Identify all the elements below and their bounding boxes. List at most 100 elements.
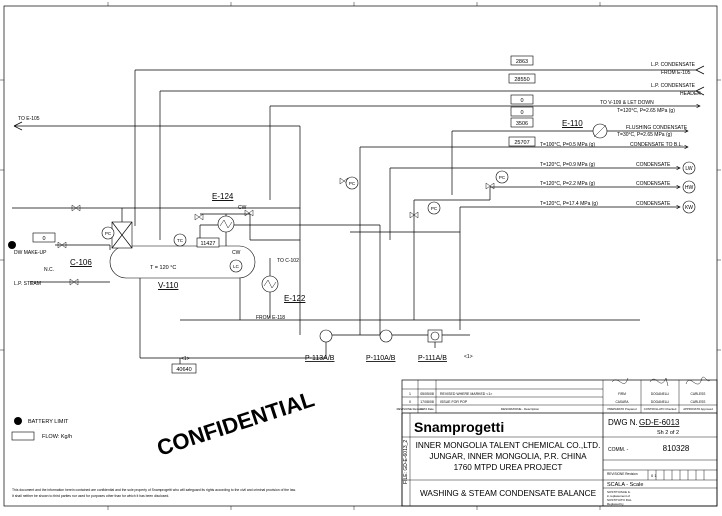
file-name: FILE: GD-E-6013_2 bbox=[403, 440, 409, 484]
label-condensate-kw: CONDENSATE bbox=[636, 201, 671, 207]
pump-p110 bbox=[379, 329, 393, 343]
rev-header-date: DATA Date bbox=[420, 407, 434, 411]
disclaimer-line-2: It shall neither be shown to third parti… bbox=[12, 494, 169, 498]
tag-p110: P-110A/B bbox=[366, 355, 396, 362]
client-name: INNER MONGOLIA TALENT CHEMICAL CO.,LTD. bbox=[416, 441, 601, 450]
commission-number: 810328 bbox=[663, 444, 690, 453]
title-block bbox=[401, 379, 718, 507]
legend-flow: FLOW: Kg/h bbox=[42, 434, 72, 440]
equipment-tags: E-110 E-124 C-106 V-110 E-122 P-113A/B P… bbox=[70, 119, 583, 362]
rev-0-description: ISSUE FOR POP bbox=[440, 400, 468, 404]
label-to-v109: TO V-109 & LET DOWN bbox=[600, 100, 654, 106]
rev-header-description: DESCRIZIONE - Description bbox=[501, 407, 540, 411]
pc-tag-1: PC bbox=[105, 231, 112, 236]
drawing-frame bbox=[3, 5, 718, 507]
label-revision-note-2: <1> bbox=[464, 354, 473, 360]
lc-tag: LC bbox=[233, 264, 240, 269]
sheet-number: Sh 2 of 2 bbox=[657, 430, 679, 436]
pc-tag-4: PC bbox=[431, 206, 438, 211]
tag-e124: E-124 bbox=[212, 192, 234, 201]
tag-v110: V-110 bbox=[158, 281, 179, 290]
label-header: HEADER bbox=[680, 91, 701, 97]
label-from-e118: FROM E-118 bbox=[256, 315, 285, 321]
flow-value-3506: 3506 bbox=[516, 121, 528, 127]
label-cw-1: CW bbox=[238, 205, 247, 211]
flow-value-11427: 11427 bbox=[201, 241, 216, 247]
condensate-supply-lines bbox=[389, 168, 680, 330]
line-labels: L.P. CONDENSATE FROM E-105 L.P. CONDENSA… bbox=[14, 62, 701, 362]
vessel-v110 bbox=[109, 245, 256, 279]
pc-tag-3: PC bbox=[499, 175, 506, 180]
title-block-text: Snamprogetti INNER MONGOLIA TALENT CHEMI… bbox=[403, 418, 690, 506]
label-hw-conditions: T=120°C, P=2.2 MPa (g) bbox=[540, 181, 595, 187]
flow-boxes: 2863 28550 0 0 3506 25707 0 11427 40640 bbox=[32, 55, 536, 374]
rev-0-prepared: CASARA bbox=[615, 400, 629, 404]
label-nc: N.C. bbox=[44, 267, 54, 273]
label-cw-2: CW bbox=[232, 250, 241, 256]
replacement-label: in replacement of bbox=[607, 494, 630, 498]
rev-header-approved: APPROVATO Approved bbox=[683, 407, 713, 411]
label-condensate-lw: CONDENSATE bbox=[636, 162, 671, 168]
label-flushing-conditions: T=30°C, P=2.65 MPa (g) bbox=[617, 132, 672, 138]
label-condensate-hw: CONDENSATE bbox=[636, 181, 671, 187]
legend-battery-limit: BATTERY LIMIT bbox=[28, 419, 69, 425]
endpoint-kw bbox=[682, 200, 696, 214]
battery-limit-symbol bbox=[14, 417, 22, 425]
rev-1-date: 05/05/08 bbox=[420, 392, 434, 396]
tag-c106: C-106 bbox=[70, 258, 92, 267]
disclaimer-line-1: This document and the information herein… bbox=[12, 488, 296, 492]
process-piping bbox=[108, 207, 640, 370]
endpoint-hw-label: HW bbox=[685, 185, 694, 191]
flow-value-40640: 40640 bbox=[176, 367, 191, 373]
revision-cells: 0 1 bbox=[651, 473, 657, 478]
rev-0-checked: DOGANELLI bbox=[651, 400, 669, 404]
label-lp-condensate-header: L.P. CONDENSATE bbox=[651, 83, 696, 89]
signature-3 bbox=[685, 376, 711, 385]
revision-table: 1 05/05/08 REVISED WHERE MARKED <1> 0 17… bbox=[397, 392, 714, 411]
tag-e122: E-122 bbox=[284, 294, 306, 303]
label-condensate-to-bl: CONDENSATE TO B.L. bbox=[630, 142, 683, 148]
rev-header-prepared: PREPARATO Prepared bbox=[607, 407, 637, 411]
company-logo-text: Snamprogetti bbox=[414, 419, 504, 435]
rev-header-checked: CONTROLLATO Checked bbox=[644, 407, 677, 411]
signature-2 bbox=[649, 377, 669, 387]
label-lp-condensate-e105: L.P. CONDENSATE bbox=[651, 62, 696, 68]
flow-value-0-c: 0 bbox=[42, 236, 45, 242]
rev-1-number: 1 bbox=[409, 392, 411, 396]
endpoint-lw-label: LW bbox=[685, 166, 692, 172]
label-bl-conditions: T=100°C, P=0.5 MPa (g) bbox=[540, 142, 595, 148]
substitutes-label: SOSTITUISCE IL bbox=[607, 490, 631, 494]
label-kw-conditions: T=120°C, P=17.4 MPa (g) bbox=[540, 201, 598, 207]
endpoint-kw-label: KW bbox=[685, 205, 693, 211]
pc-bubble-3 bbox=[495, 170, 509, 184]
signature-1 bbox=[611, 377, 629, 384]
instrument-bubbles: PC TC LC PC PC PC bbox=[101, 170, 509, 273]
label-v109-conditions: T=120°C, P=2.65 MPa (g) bbox=[617, 108, 675, 114]
label-to-e105: TO E-105 bbox=[18, 116, 40, 122]
scale-label: SCALA - Scale bbox=[607, 482, 643, 488]
substituted-label: SOSTITUITO DAL bbox=[607, 498, 632, 502]
label-from-e105: FROM E-105 bbox=[661, 70, 691, 76]
rev-1-checked: DOGANELLI bbox=[651, 392, 669, 396]
dwg-label: DWG N. bbox=[608, 418, 638, 427]
legend: BATTERY LIMIT FLOW: Kg/h bbox=[11, 417, 72, 441]
flow-box-symbol bbox=[11, 431, 35, 441]
flow-value-25707: 25707 bbox=[514, 140, 529, 146]
tc-tag: TC bbox=[177, 238, 184, 243]
pc-tag-2: PC bbox=[349, 181, 356, 186]
label-to-c102: TO C-102 bbox=[277, 258, 299, 264]
rev-0-approved: CARLESS bbox=[691, 400, 706, 404]
pump-p113 bbox=[319, 329, 333, 343]
rev-0-number: 0 bbox=[409, 400, 411, 404]
lc-bubble bbox=[229, 259, 243, 273]
equipment-symbols bbox=[217, 123, 608, 343]
tag-e110: E-110 bbox=[562, 119, 583, 128]
flow-value-28550: 28550 bbox=[514, 77, 529, 83]
endpoint-hw bbox=[682, 180, 696, 194]
commission-label: COMM. - bbox=[608, 447, 629, 453]
rev-1-approved: CARLESS bbox=[691, 392, 706, 396]
flow-value-2863: 2863 bbox=[516, 59, 528, 65]
